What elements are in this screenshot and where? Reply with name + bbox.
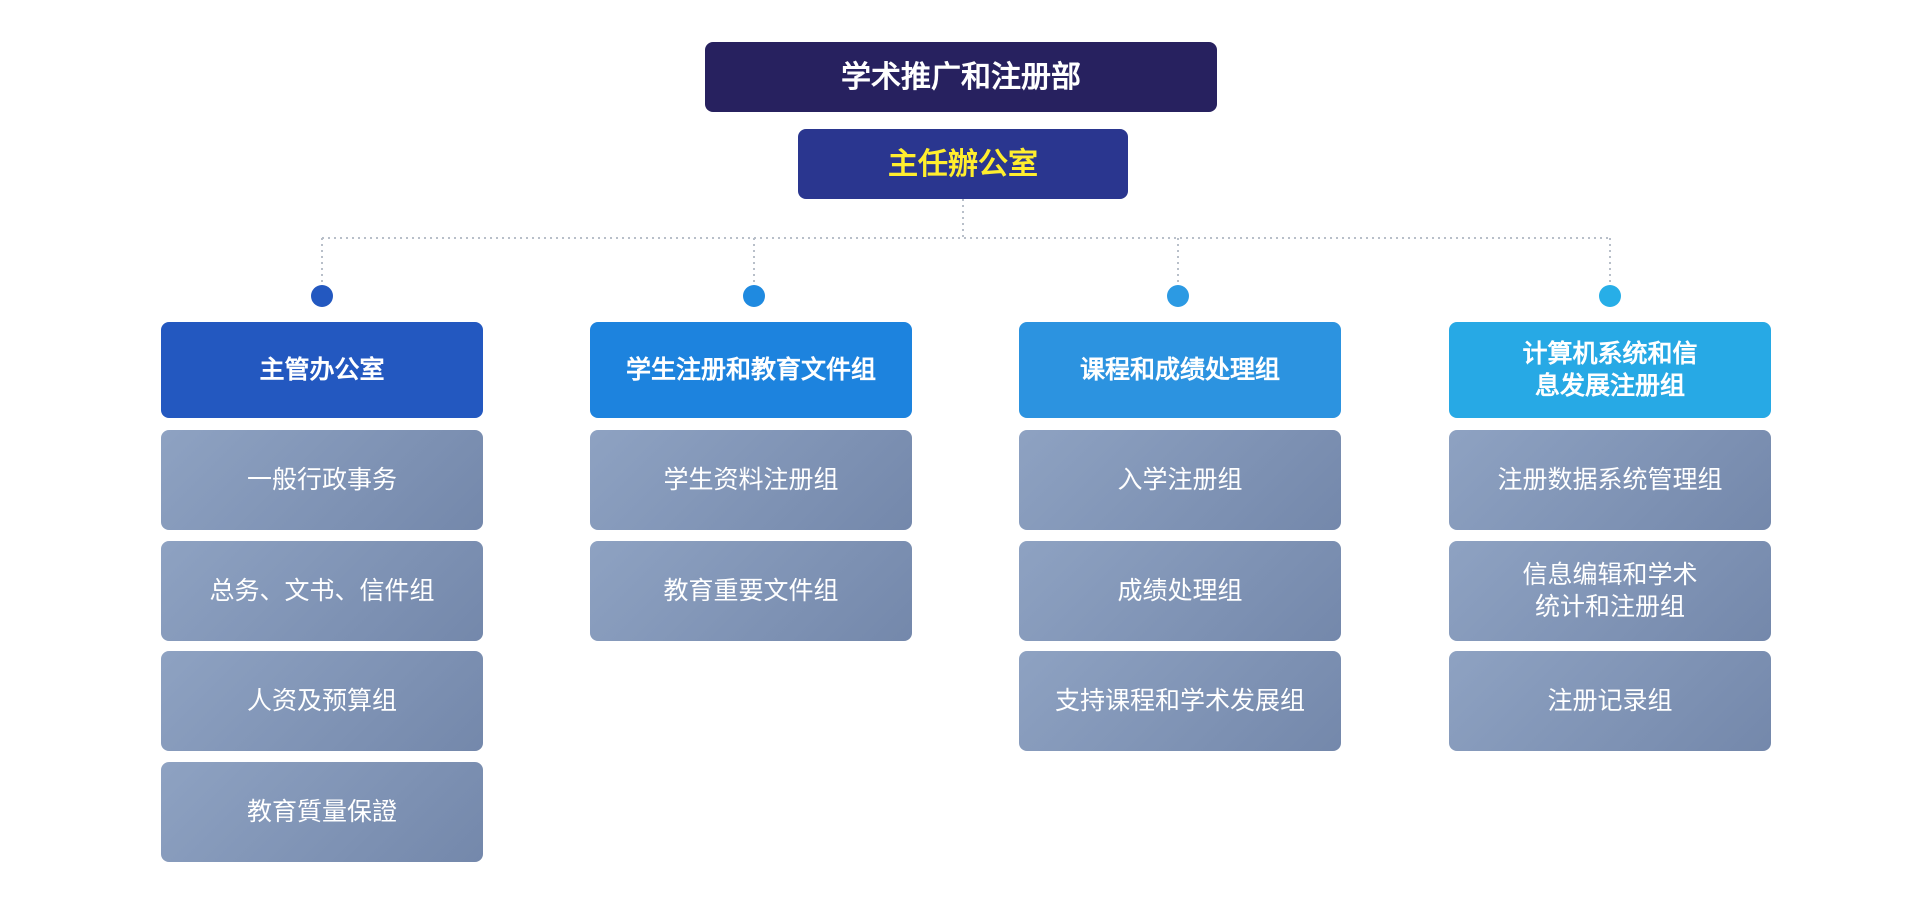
unit-node: 注册数据系统管理组 [1449, 430, 1771, 530]
unit-node: 注册记录组 [1449, 651, 1771, 751]
unit-node: 总务、文书、信件组 [161, 541, 483, 641]
department-header: 学生注册和教育文件组 [590, 322, 912, 418]
unit-node: 一般行政事务 [161, 430, 483, 530]
branch-dot-3 [1599, 285, 1621, 307]
unit-node: 学生资料注册组 [590, 430, 912, 530]
unit-node: 教育重要文件组 [590, 541, 912, 641]
unit-node: 教育質量保證 [161, 762, 483, 862]
unit-node: 信息编辑和学术 统计和注册组 [1449, 541, 1771, 641]
unit-node: 成绩处理组 [1019, 541, 1341, 641]
director-office-node: 主任辦公室 [798, 129, 1128, 199]
unit-node: 支持课程和学术发展组 [1019, 651, 1341, 751]
branch-dot-2 [1167, 285, 1189, 307]
branch-dot-0 [311, 285, 333, 307]
root-node: 学术推广和注册部 [705, 42, 1217, 112]
unit-node: 人资及预算组 [161, 651, 483, 751]
unit-node: 入学注册组 [1019, 430, 1341, 530]
department-header: 计算机系统和信 息发展注册组 [1449, 322, 1771, 418]
department-header: 主管办公室 [161, 322, 483, 418]
branch-dot-1 [743, 285, 765, 307]
department-header: 课程和成绩处理组 [1019, 322, 1341, 418]
